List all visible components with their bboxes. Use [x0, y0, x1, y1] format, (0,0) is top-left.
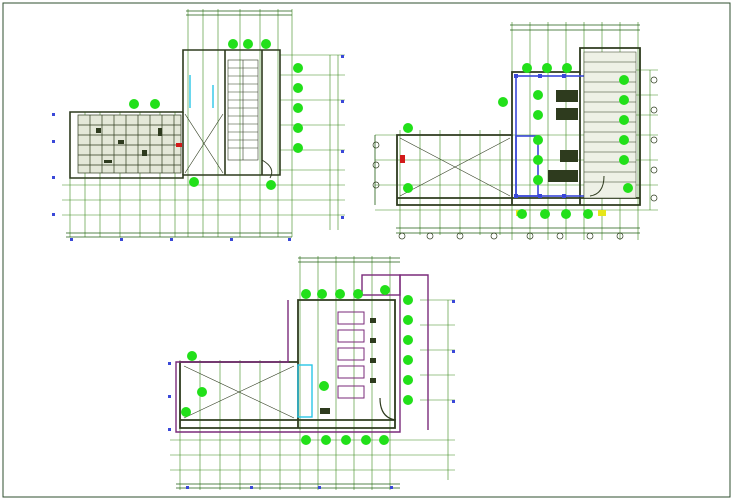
- plan-1-open-area: [184, 113, 224, 174]
- plan-3-fixtures: [320, 318, 376, 414]
- plan-2-red-marker: [400, 155, 405, 163]
- plan-1-glazing: [189, 75, 214, 108]
- plan-1-furniture: [96, 128, 162, 163]
- plan-3-glazing: [297, 364, 313, 418]
- plan-1-walls: [69, 49, 281, 179]
- plan-3-grid-markers: [168, 300, 455, 489]
- plan-3-trees: [181, 285, 413, 445]
- plan-1-trees: [129, 39, 303, 190]
- plan-1-bottom-dimensions: [66, 232, 292, 238]
- plan-2-curve: [589, 175, 605, 197]
- plan-3-purple-outline: [175, 274, 429, 433]
- plan-1-grid-markers: [52, 55, 344, 241]
- plan-1-room-block: [77, 114, 182, 174]
- plan-2-cores: [548, 90, 578, 182]
- floor-plan-2: [372, 22, 658, 240]
- plan-3-cores: [337, 311, 365, 399]
- floor-plan-1: [52, 9, 345, 241]
- plan-3-dimensions: [176, 257, 400, 489]
- plan-1-stairs: [227, 59, 259, 161]
- plan-2-grid-bubbles: [372, 76, 658, 240]
- plan-1-curve: [261, 159, 273, 179]
- floor-plan-3: [168, 256, 455, 490]
- plan-3-curve: [379, 397, 397, 421]
- plan-1-red-marker: [176, 143, 182, 147]
- plan-2-dimensions: [374, 24, 640, 234]
- plan-2-open-hall: [399, 137, 511, 197]
- plan-3-open-hall: [183, 365, 295, 419]
- plan-2-trees: [403, 63, 633, 219]
- plan-2-wing: [583, 51, 637, 199]
- plan-1-top-dimensions: [186, 10, 292, 16]
